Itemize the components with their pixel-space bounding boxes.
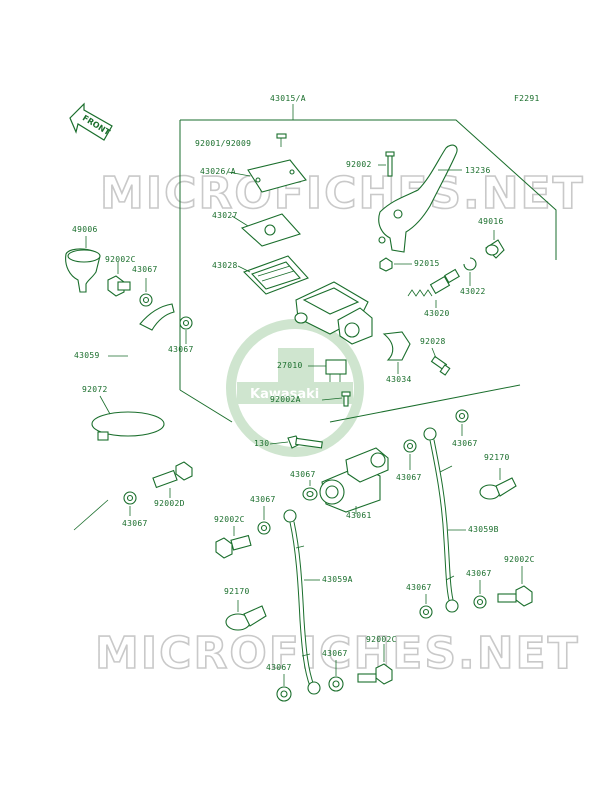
label-92170-2: 92170 [224,587,250,596]
washer-43067-10 [276,686,292,702]
washer-43067-8 [473,595,487,609]
bolt-92002d [152,461,193,489]
label-49006: 49006 [72,225,98,234]
label-43022: 43022 [460,287,486,296]
brake-hose-43059 [73,303,175,531]
brake-lever-13236 [378,144,458,253]
label-92002c-2: 92002C [504,555,535,564]
label-43026a: 43026/A [200,167,236,176]
label-49016: 49016 [478,217,504,226]
label-130: 130 [254,439,269,448]
label-92170-1: 92170 [484,453,510,462]
housing-43061 [319,447,389,513]
label-92015: 92015 [414,259,440,268]
banjo-bolt-92002c-4 [357,663,393,685]
washer-43067-3 [123,491,137,505]
label-43061: 43061 [346,511,372,520]
label-43067-8: 43067 [466,569,492,578]
hose-clamp-92072 [91,411,165,441]
label-43020: 43020 [424,309,450,318]
washer-43067-11 [328,676,344,692]
label-92002c-3: 92002C [214,515,245,524]
label-43067-9: 43067 [250,495,276,504]
label-92001: 92001/92009 [195,139,251,148]
label-43067-2: 43067 [168,345,194,354]
clamp-92170-2 [225,605,267,631]
screw-92001 [276,133,287,147]
label-43067-3: 43067 [122,519,148,528]
bolt-130 [287,435,323,449]
label-43028: 43028 [212,261,238,270]
label-43015a: 43015/A [270,94,306,103]
label-92002c-1: 92002C [105,255,136,264]
label-92002d: 92002D [154,499,185,508]
figure-code: F2291 [514,94,540,103]
label-92002-top: 92002 [346,160,372,169]
kawasaki-logo: Kawasaki [226,319,364,457]
kawasaki-logo-text: Kawasaki [250,387,319,402]
label-43034: 43034 [386,375,412,384]
bolt-92002-top [385,151,395,177]
label-43067-7: 43067 [406,583,432,592]
banjo-bolt-92002c-1 [107,275,131,297]
dust-boot-49016 [485,239,505,259]
clamp-43034 [382,331,411,361]
switch-27010 [325,359,347,382]
label-43027: 43027 [212,211,238,220]
label-92072: 92072 [82,385,108,394]
label-43059: 43059 [74,351,100,360]
circlip-43022 [463,257,477,271]
washer-43067-7 [419,605,433,619]
master-cylinder-body [294,281,373,345]
clamp-92170-1 [479,477,517,500]
diaphragm-43028 [243,255,309,295]
bolt-92028 [430,355,451,376]
label-43067-5: 43067 [396,473,422,482]
nut-92015 [379,257,393,272]
label-13236: 13236 [465,166,491,175]
reservoir-cap-43026 [247,159,307,193]
label-43059b: 43059B [468,525,499,534]
brake-hose-43059a [283,509,321,695]
label-43059a: 43059A [322,575,353,584]
label-43067-11: 43067 [322,649,348,658]
label-43067-1: 43067 [132,265,158,274]
washer-43067-2 [179,316,193,330]
label-27010: 27010 [277,361,303,370]
cap-49006 [65,248,101,293]
front-arrow-icon: FRONT [69,102,113,141]
master-cylinder-frame [179,104,557,423]
banjo-bolt-92002c-2 [497,585,533,607]
brake-hose-43059b [423,427,459,613]
washer-43067-4 [302,487,318,501]
screw-92002a [341,391,351,407]
label-43067-10: 43067 [266,663,292,672]
label-92028: 92028 [420,337,446,346]
washer-43067-1 [139,293,153,307]
washer-43067-5 [403,439,417,453]
watermark-top: MICROFICHES.NET [99,167,585,220]
svg-text:MICROFICHES.NET: MICROFICHES.NET [100,168,585,219]
banjo-bolt-92002c-3 [215,534,252,559]
label-92002a: 92002A [270,395,301,404]
plate-43027 [240,213,301,247]
washer-43067-6 [455,409,469,423]
label-43067-4: 43067 [290,470,316,479]
washer-43067-9 [257,521,271,535]
label-43067-6: 43067 [452,439,478,448]
piston-assembly-43020 [407,268,460,297]
label-92002c-4: 92002C [366,635,397,644]
